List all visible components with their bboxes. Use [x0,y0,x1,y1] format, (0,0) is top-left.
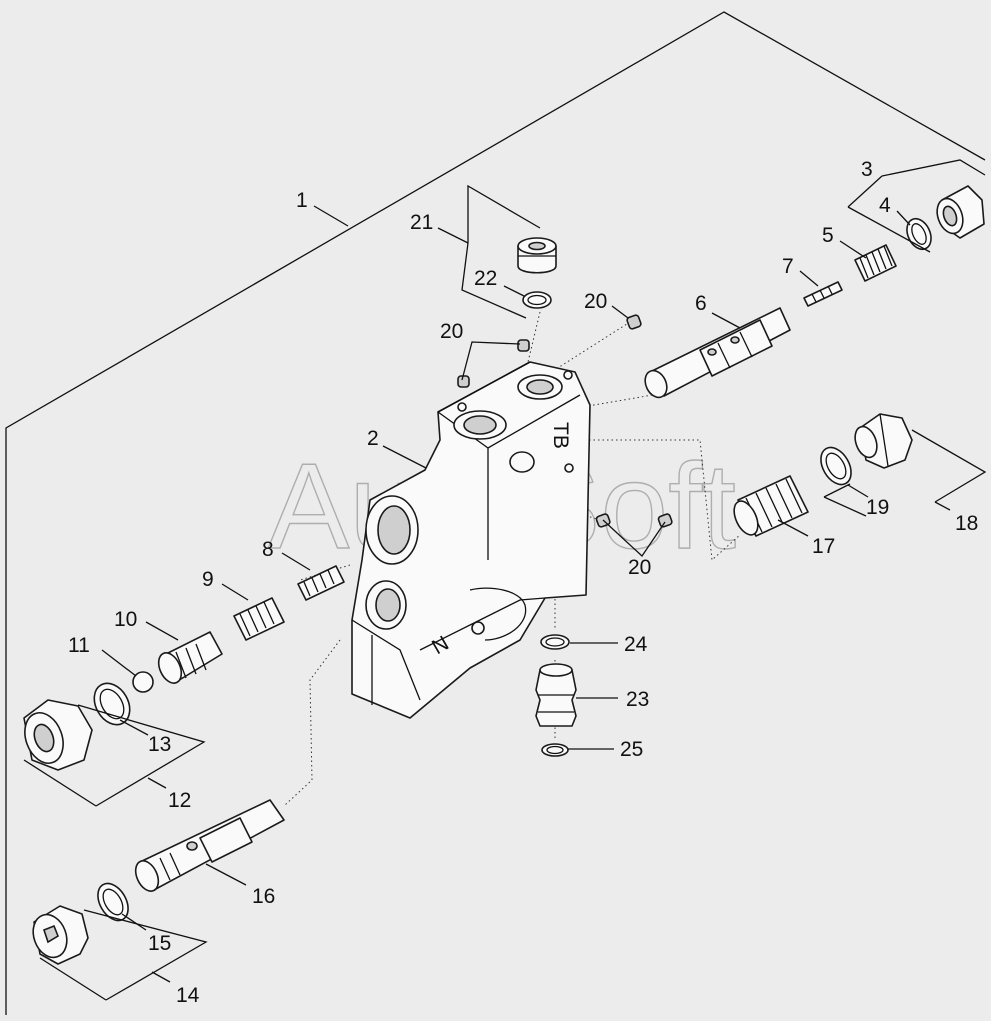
plug-18 [854,413,913,469]
callout-12: 12 [168,789,191,812]
spool-16 [134,799,285,892]
spring-17 [733,475,809,537]
ball-11 [132,671,154,693]
callout-24: 24 [624,633,648,656]
callout-15: 15 [148,932,171,955]
spool-6 [644,307,791,399]
leader-lines [23,159,987,1001]
callout-20-left: 20 [440,320,463,343]
callout-22: 22 [474,267,497,290]
seal-25 [541,743,569,757]
plug-21 [517,237,557,274]
seal-19 [820,446,852,486]
assembly-bracket [5,11,986,1015]
spring-5 [854,244,897,282]
callout-2: 2 [367,427,379,450]
callout-18: 18 [955,512,978,535]
callout-labels: 1 2 3 4 5 6 7 8 9 10 11 12 13 14 15 16 1… [68,158,978,1007]
callout-14: 14 [176,984,200,1007]
seal-22 [522,291,552,309]
seal-15 [97,882,129,922]
seal-24 [540,634,570,650]
pin-7 [803,281,843,307]
callout-17: 17 [812,535,835,558]
callout-3: 3 [861,158,873,181]
callout-8: 8 [262,538,274,561]
spring-8 [297,565,345,601]
plug-14 [32,905,89,965]
callout-4: 4 [879,194,891,217]
callout-11: 11 [68,634,90,657]
callout-21: 21 [410,211,433,234]
plug-3 [936,185,985,239]
plug-12 [23,699,93,771]
callout-13: 13 [148,733,171,756]
spring-9 [233,597,285,641]
seal-13 [93,682,131,726]
callout-6: 6 [695,292,707,315]
callout-9: 9 [202,568,214,591]
callout-16: 16 [252,885,275,908]
callout-20-top: 20 [584,290,607,313]
callout-19: 19 [866,496,889,519]
seal-4 [906,217,932,251]
callout-1: 1 [296,189,308,212]
callout-5: 5 [822,224,834,247]
body-mark-tb: TB [549,422,572,449]
valve-body: TB N [351,361,591,719]
grub-screws-20 [457,314,673,528]
piston-10 [157,631,223,684]
callout-7: 7 [782,255,794,278]
callout-23: 23 [626,688,649,711]
callout-25: 25 [620,738,643,761]
callout-10: 10 [114,608,137,631]
fitting-23 [535,663,577,727]
callout-20-middle: 20 [628,556,651,579]
